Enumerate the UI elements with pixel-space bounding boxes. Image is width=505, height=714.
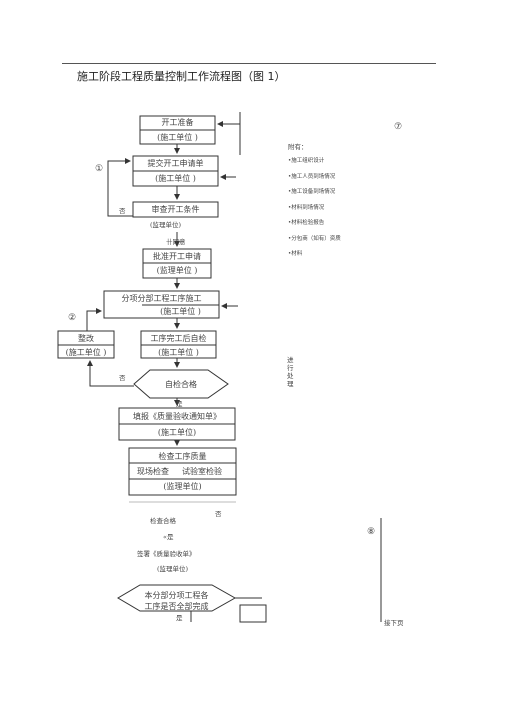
label-yes-3: 是	[176, 614, 183, 622]
complete-decision-line1: 本分部分项工程各	[144, 591, 209, 600]
selfcheck-box-title: 工序完工后自检	[150, 334, 207, 343]
subproject-box-party: (施工单位 )	[160, 307, 201, 316]
notes-item: •施工组织设计	[288, 158, 325, 164]
notes-list: •施工组织设计 •施工人员到场情况 •施工设备到场情况 •材料到场情况 •材料检…	[288, 156, 341, 265]
label-no-2: 否	[119, 374, 126, 382]
review-box-title: 审查开工条件	[151, 205, 200, 214]
notes-item: •材料到场情况	[288, 204, 325, 211]
submit-box-party: (施工单位 )	[155, 174, 196, 183]
sign-party: (监理单位)	[157, 565, 189, 573]
notes-item: •施工人员到场情况	[288, 173, 336, 180]
label-yes-1: 是	[176, 400, 183, 408]
inspect-onsite: 现场检查	[137, 467, 169, 476]
review-box-party: (监理单位)	[150, 221, 182, 229]
check-qualified: 检查合格	[150, 517, 176, 525]
marker-1: ①	[95, 164, 104, 174]
page-title: 施工阶段工程质量控制工作流程图（图 1）	[77, 70, 286, 83]
rectify-box-party: (施工单位 )	[65, 348, 107, 357]
title-rule	[62, 63, 436, 64]
notes-item: •材料	[288, 251, 303, 257]
label-no-1: 否	[119, 207, 126, 215]
marker-7: ⑦	[394, 122, 403, 132]
submit-box-title: 提交开工申请单	[147, 159, 204, 168]
label-no-3: 否	[215, 510, 222, 518]
approve-box-party: (监理单位 )	[156, 266, 198, 275]
self-qualified-decision: 自检合格	[165, 380, 197, 389]
complete-decision-line2: 工序是否全部完成	[144, 602, 209, 611]
rectify-box-title: 整改	[78, 334, 94, 343]
sign-title: 签署《质量验收单》	[137, 550, 196, 558]
start-box-title: 开工准备	[161, 118, 194, 127]
notes-item: •材料检验报告	[288, 220, 325, 226]
process-note: 进行处理	[287, 356, 294, 388]
start-box-party: (施工单位 )	[157, 133, 198, 142]
fillform-box-title: 填报《质量验收通知单》	[133, 412, 221, 421]
selfcheck-box-party: (施工单位 )	[158, 348, 199, 357]
notes-heading: 附有：	[288, 143, 308, 151]
inspect-box-title: 检查工序质量	[158, 452, 207, 461]
label-yes-2: «是	[163, 533, 174, 541]
inspect-box-party: (监理单位)	[163, 482, 202, 491]
notes-item: •施工设备到场情况	[288, 189, 336, 195]
marker-8: ⑧	[367, 527, 376, 537]
subproject-box-title: 分项分部工程工序施工	[121, 294, 202, 303]
marker-2: ②	[68, 313, 77, 323]
approve-box-title: 批准开工申请	[153, 252, 201, 261]
fillform-box-party: (施工单位)	[157, 428, 197, 437]
inspect-lab: 试验室检验	[182, 467, 222, 476]
notes-item: •分包商（如有）资质	[288, 235, 341, 242]
next-page-label: 接下页	[384, 619, 404, 627]
label-agree: 卄同意	[166, 238, 186, 246]
